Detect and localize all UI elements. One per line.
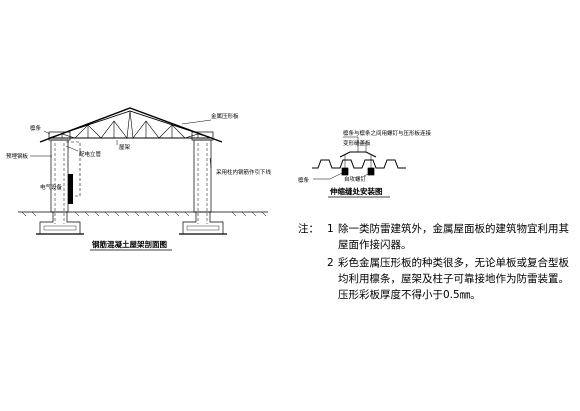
label-riser: 配电立管 [79,150,102,158]
joint-caption: 伸缩缝处安装图 [329,186,383,196]
ground-hatching [21,211,267,217]
note-1-number: 1 [327,223,334,235]
joint-leader-lines [313,136,373,180]
note-1-line-2: 屋面作接闪器。 [338,239,412,251]
section-caption: 钢筋混凝土屋架剖面图 [92,239,167,249]
electrical-equipment-box [68,174,73,204]
left-column [48,131,71,224]
label-purlin: 檩条 [30,124,42,132]
label-roof-truss: 屋架 [119,144,131,151]
metal-roof-sheet [39,107,223,143]
right-column [191,131,214,224]
deformation-cover [339,151,377,158]
label-electrical-equipment: 电气设备 [40,183,63,191]
note-2-number: 2 [327,257,334,269]
label-down-conductor: 采用柱内钢筋作引下线 [216,168,272,176]
note-2-line-3: 压形彩板厚度不得小于0.5㎜。 [338,289,481,301]
note-2-line-1: 彩色金属压形板的种类很多，无论单板或复合型板 [338,257,569,269]
label-metal-sheet: 金属压形板 [211,112,239,120]
note-2-line-2: 均利用檩条，屋架及柱子可靠接地作为防雷装置。 [338,273,569,285]
label-embedded-plate: 预埋钢板 [6,152,29,160]
note-1-line-1: 除一类防雷建筑外，金属屋面板的建筑物宜利用其 [338,223,569,235]
joint-diagram [312,136,406,180]
label-bolt-note: 檩条与檩条之间用螺钉与压形板连接 [343,129,432,137]
left-footing [36,212,84,235]
label-self-tapping-screw: 自攻螺钉 [344,175,367,183]
section-diagram [18,107,268,235]
label-deformation-plate: 变形缝盖板 [343,139,371,147]
right-footing [179,212,227,235]
label-joint-purlin: 檩条 [298,176,310,184]
truss-web [48,110,213,139]
corrugated-sheet [312,159,406,169]
riser-conduit [66,141,81,197]
notes-prefix: 注： [298,223,319,235]
leader-lines [30,119,212,187]
